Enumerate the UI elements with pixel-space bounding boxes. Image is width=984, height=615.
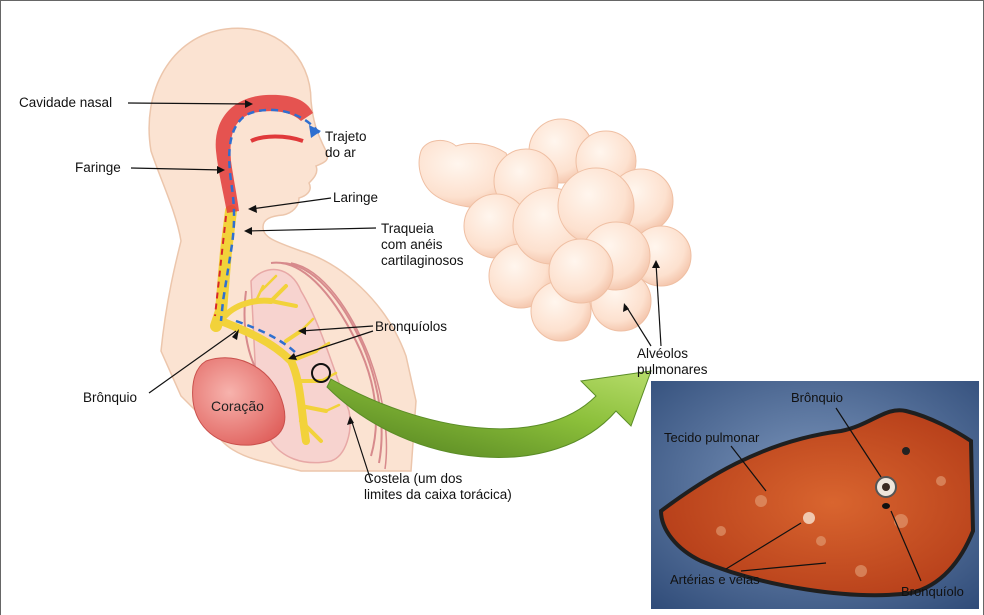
label-cavidade-nasal: Cavidade nasal bbox=[19, 95, 112, 111]
label-coracao: Coração bbox=[211, 398, 264, 414]
label-traqueia-3: cartilaginosos bbox=[381, 253, 464, 269]
label-trajeto-2: do ar bbox=[325, 145, 356, 161]
label-traqueia-1: Traqueia bbox=[381, 221, 434, 237]
label-alveolos-1: Alvéolos bbox=[637, 346, 688, 362]
label-bronquio: Brônquio bbox=[83, 390, 137, 406]
photo-label-bronquiolo: Bronquíolo bbox=[901, 584, 964, 599]
photo-label-tecido-pulmonar: Tecido pulmonar bbox=[664, 430, 759, 445]
label-bronquiolos: Bronquíolos bbox=[375, 319, 447, 335]
photo-label-bronquio: Brônquio bbox=[791, 390, 843, 405]
label-faringe: Faringe bbox=[75, 160, 121, 176]
label-costela-1: Costela (um dos bbox=[364, 471, 462, 487]
photo-label-arterias-e-veias: Artérias e veias bbox=[670, 572, 760, 587]
label-laringe: Laringe bbox=[333, 190, 378, 206]
alveoli-cluster bbox=[419, 119, 691, 341]
label-traqueia-2: com anéis bbox=[381, 237, 443, 253]
label-trajeto-1: Trajeto bbox=[325, 129, 367, 145]
label-costela-2: limites da caixa torácica) bbox=[364, 487, 512, 503]
label-alveolos-2: pulmonares bbox=[637, 362, 708, 378]
